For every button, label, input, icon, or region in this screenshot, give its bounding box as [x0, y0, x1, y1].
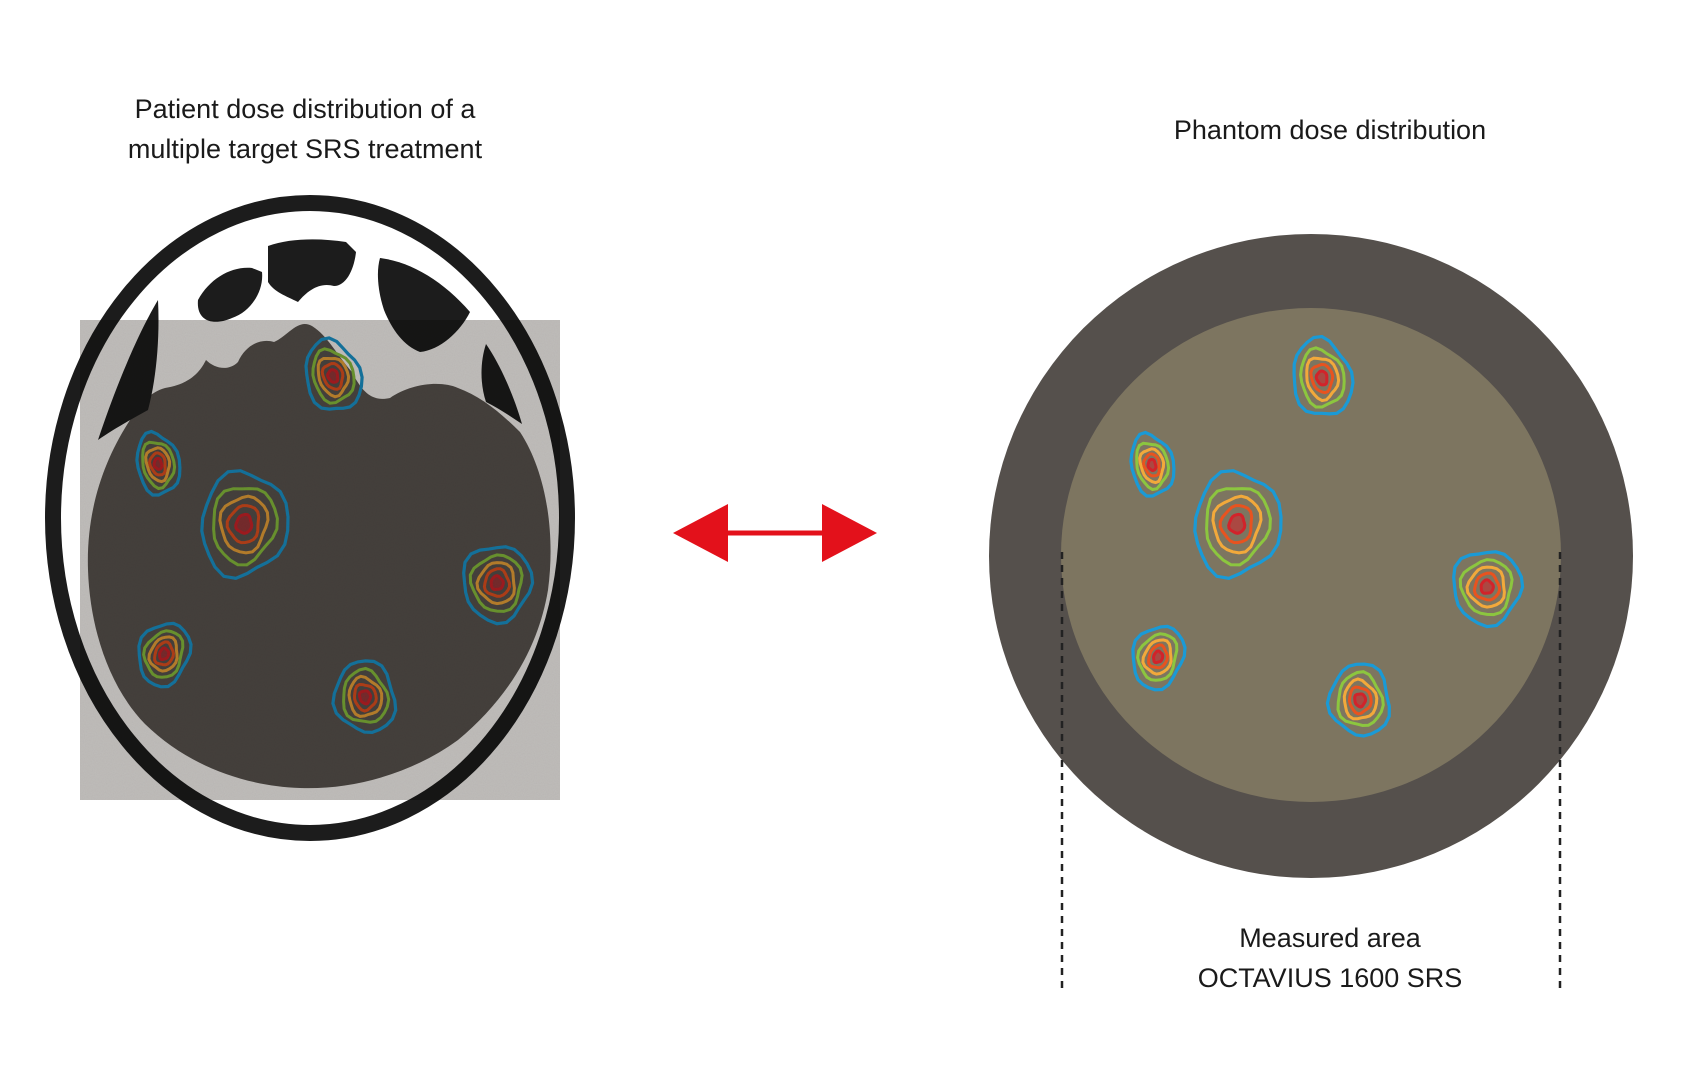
- phantom: [989, 234, 1633, 992]
- comparison-arrow: [673, 504, 877, 562]
- patient-caption-line1: Patient dose distribution of a: [134, 94, 476, 124]
- sinus-cavity-left: [197, 267, 263, 322]
- phantom-caption: Phantom dose distribution: [1070, 110, 1590, 150]
- phantom-target-4-isodose-2: [1458, 558, 1514, 617]
- phantom-target-2: [1129, 430, 1176, 498]
- arrow-head-right: [822, 504, 877, 562]
- phantom-target-6-isodose-3: [1342, 677, 1379, 721]
- phantom-target-4-isodose-4: [1472, 571, 1502, 602]
- phantom-target-5-isodose-4: [1147, 643, 1170, 670]
- phantom-target-2-isodose-3: [1138, 447, 1166, 485]
- phantom-target-3: [1193, 469, 1283, 580]
- phantom-target-1: [1292, 334, 1355, 416]
- measured-area-line1: Measured area: [1239, 923, 1421, 953]
- phantom-target-1-isodose-2: [1299, 346, 1346, 409]
- phantom-caption-text: Phantom dose distribution: [1173, 115, 1487, 145]
- phantom-target-5-isodose-5: [1151, 649, 1165, 665]
- phantom-target-1-isodose-1: [1292, 334, 1355, 416]
- phantom-target-6-isodose-4: [1347, 685, 1373, 716]
- phantom-measured-area: [1061, 308, 1561, 802]
- phantom-target-6-isodose-5: [1353, 692, 1368, 709]
- patient-caption: Patient dose distribution of a multiple …: [60, 89, 550, 169]
- arrow-head-left: [673, 504, 728, 562]
- sinus-cavity-center: [268, 239, 356, 302]
- phantom-target-5-isodose-3: [1141, 638, 1173, 676]
- phantom-target-6-isodose-2: [1336, 670, 1385, 728]
- phantom-target-4-isodose-5: [1479, 578, 1495, 595]
- measured-area-caption: Measured area OCTAVIUS 1600 SRS: [1070, 918, 1590, 998]
- phantom-target-3-isodose-1: [1193, 469, 1283, 580]
- phantom-target-5-isodose-1: [1131, 624, 1187, 692]
- patient-caption-line2: multiple target SRS treatment: [127, 134, 483, 164]
- phantom-target-4-isodose-1: [1452, 550, 1525, 629]
- phantom-target-1-isodose-4: [1309, 362, 1335, 395]
- phantom-target-3-isodose-3: [1211, 494, 1263, 555]
- phantom-target-3-isodose-5: [1227, 512, 1247, 535]
- phantom-target-3-isodose-4: [1218, 504, 1254, 545]
- phantom-target-2-isodose-4: [1141, 452, 1161, 478]
- phantom-target-5-isodose-2: [1136, 632, 1179, 682]
- phantom-target-6-isodose-1: [1325, 662, 1391, 738]
- phantom-target-1-isodose-3: [1305, 356, 1341, 403]
- measured-area-line2: OCTAVIUS 1600 SRS: [1197, 963, 1463, 993]
- phantom-target-4: [1452, 550, 1525, 629]
- phantom-target-2-isodose-1: [1129, 430, 1176, 498]
- phantom-target-6: [1325, 662, 1391, 738]
- phantom-target-4-isodose-3: [1465, 565, 1506, 609]
- phantom-target-1-isodose-5: [1314, 369, 1329, 387]
- phantom-target-2-isodose-5: [1146, 457, 1158, 473]
- phantom-targets: [1129, 334, 1525, 738]
- noise-overlay: [80, 320, 560, 800]
- phantom-target-5: [1131, 624, 1187, 692]
- phantom-target-3-isodose-2: [1205, 487, 1272, 567]
- phantom-target-2-isodose-2: [1135, 441, 1171, 492]
